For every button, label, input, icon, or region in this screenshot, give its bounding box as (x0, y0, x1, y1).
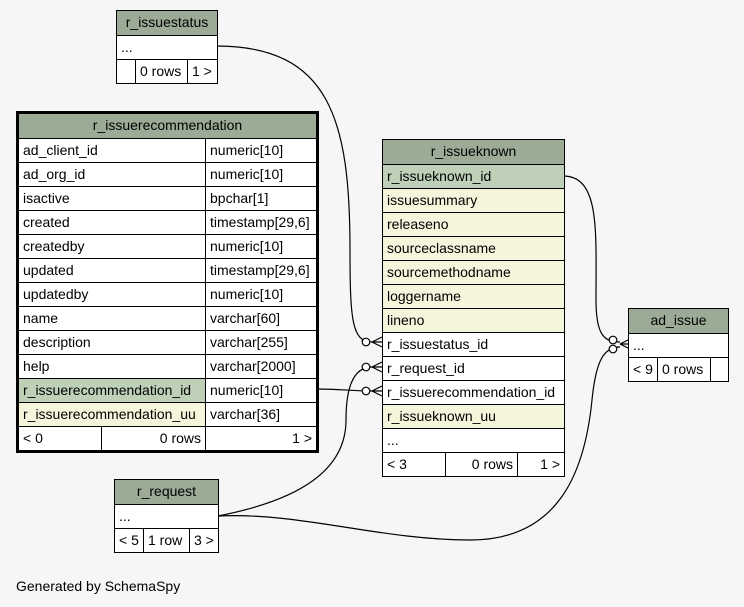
table-ad-issue[interactable]: ad_issue ... < 9 0 rows (628, 308, 729, 382)
table-row-indexed: r_issueknown_uu (383, 404, 564, 428)
table-row-indexed: releaseno (383, 212, 564, 236)
table-row: ... (117, 35, 217, 59)
edge-request-issueknown (217, 366, 373, 517)
edge-request-adissue (217, 346, 621, 541)
zero-marker (608, 335, 618, 345)
table-r-issueknown[interactable]: r_issueknown r_issueknown_id issuesummar… (382, 139, 565, 477)
table-header[interactable]: r_request (115, 480, 218, 504)
crowfoot-marker (371, 385, 383, 397)
table-r-request[interactable]: r_request ... < 5 1 row 3 > (114, 479, 219, 553)
edge-issuestatus-issueknown (215, 45, 373, 343)
table-header[interactable]: r_issuerecommendation (19, 114, 316, 138)
zero-marker (608, 344, 618, 354)
table-footer: < 9 0 rows (629, 357, 728, 381)
table-header[interactable]: r_issueknown (383, 140, 564, 164)
table-row: ... (629, 333, 728, 357)
generated-by-footer: Generated by SchemaSpy (16, 578, 181, 594)
zero-marker (361, 386, 371, 396)
table-row: r_issuestatus_id (383, 332, 564, 356)
table-footer: < 5 1 row 3 > (115, 528, 218, 552)
crowfoot-marker (371, 361, 383, 373)
table-row-indexed: lineno (383, 308, 564, 332)
zero-marker (361, 362, 371, 372)
table-row: r_issuerecommendation_id (383, 380, 564, 404)
table-header[interactable]: ad_issue (629, 309, 728, 333)
table-row: r_request_id (383, 356, 564, 380)
edge-issueknown-adissue (562, 175, 621, 343)
crowfoot-marker (371, 336, 383, 348)
table-footer: < 3 0 rows 1 > (383, 452, 564, 476)
table-r-issuestatus[interactable]: r_issuestatus ... 0 rows 1 > (116, 10, 218, 84)
table-row: ... (383, 428, 564, 452)
table-row: ... (115, 504, 218, 528)
table-row-indexed: sourcemethodname (383, 260, 564, 284)
zero-marker (361, 337, 371, 347)
table-footer: 0 rows 1 > (117, 59, 217, 83)
table-row-indexed: loggername (383, 284, 564, 308)
table-header[interactable]: r_issuestatus (117, 11, 217, 35)
table-row-indexed: issuesummary (383, 188, 564, 212)
table-row-primary-key: r_issueknown_id (383, 164, 564, 188)
table-footer: < 0 0 rows 1 > (19, 426, 316, 450)
table-row-indexed: sourceclassname (383, 236, 564, 260)
